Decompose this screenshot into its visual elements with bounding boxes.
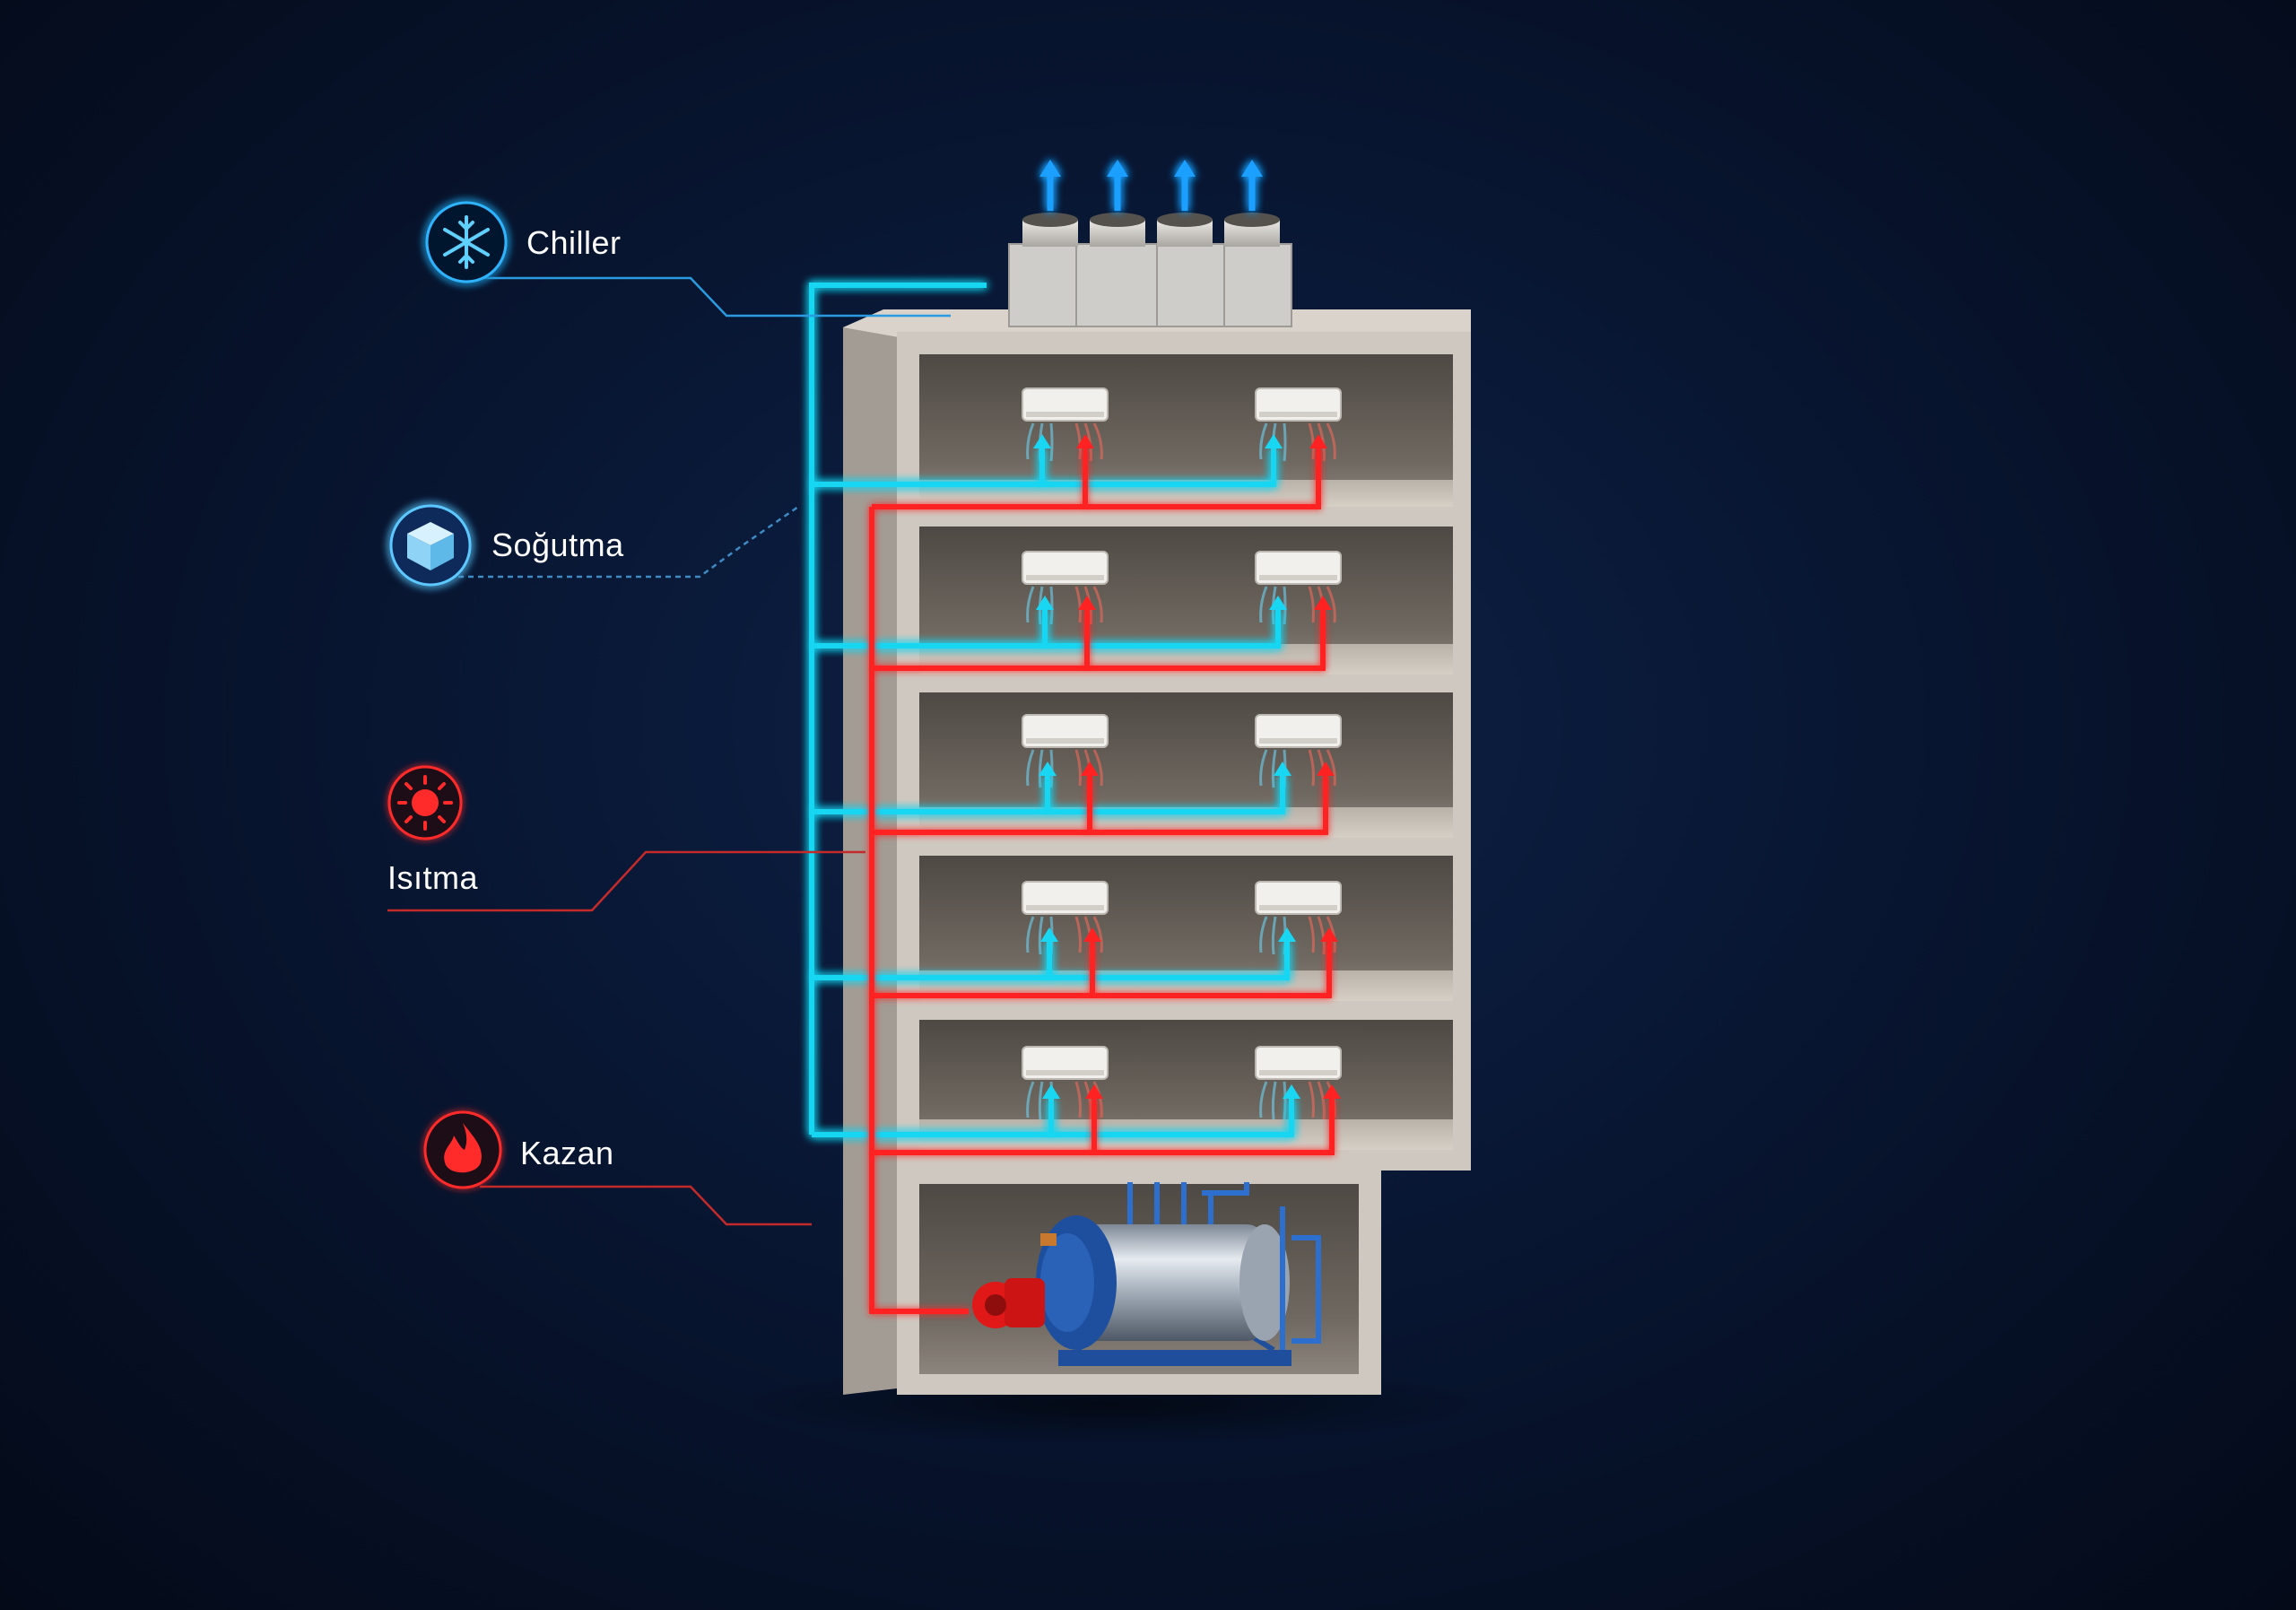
cube-icon	[391, 506, 470, 585]
ac-unit	[1022, 388, 1108, 421]
flame-icon	[425, 1112, 500, 1188]
ac-unit	[1256, 388, 1341, 421]
sun-icon	[389, 767, 461, 839]
ac-unit	[1022, 715, 1108, 747]
ac-unit	[1256, 882, 1341, 914]
ac-unit	[1022, 882, 1108, 914]
chiller-label: Chiller	[526, 224, 622, 262]
floor-2	[919, 527, 1453, 674]
sogutma-label: Soğutma	[491, 527, 624, 564]
ac-unit	[1256, 715, 1341, 747]
ac-unit	[1022, 1047, 1108, 1079]
ac-unit	[1256, 552, 1341, 584]
exhaust-arrows	[1039, 160, 1263, 211]
floor-5	[919, 1020, 1453, 1150]
chiller-fans	[1022, 213, 1280, 247]
isitma-label: Isıtma	[387, 859, 478, 897]
floor-3	[919, 692, 1453, 838]
ac-unit	[1022, 552, 1108, 584]
ac-unit	[1256, 1047, 1341, 1079]
kazan-label: Kazan	[520, 1135, 614, 1172]
burner	[972, 1278, 1045, 1328]
chiller-unit	[1009, 160, 1292, 326]
snowflake-icon	[427, 203, 506, 282]
